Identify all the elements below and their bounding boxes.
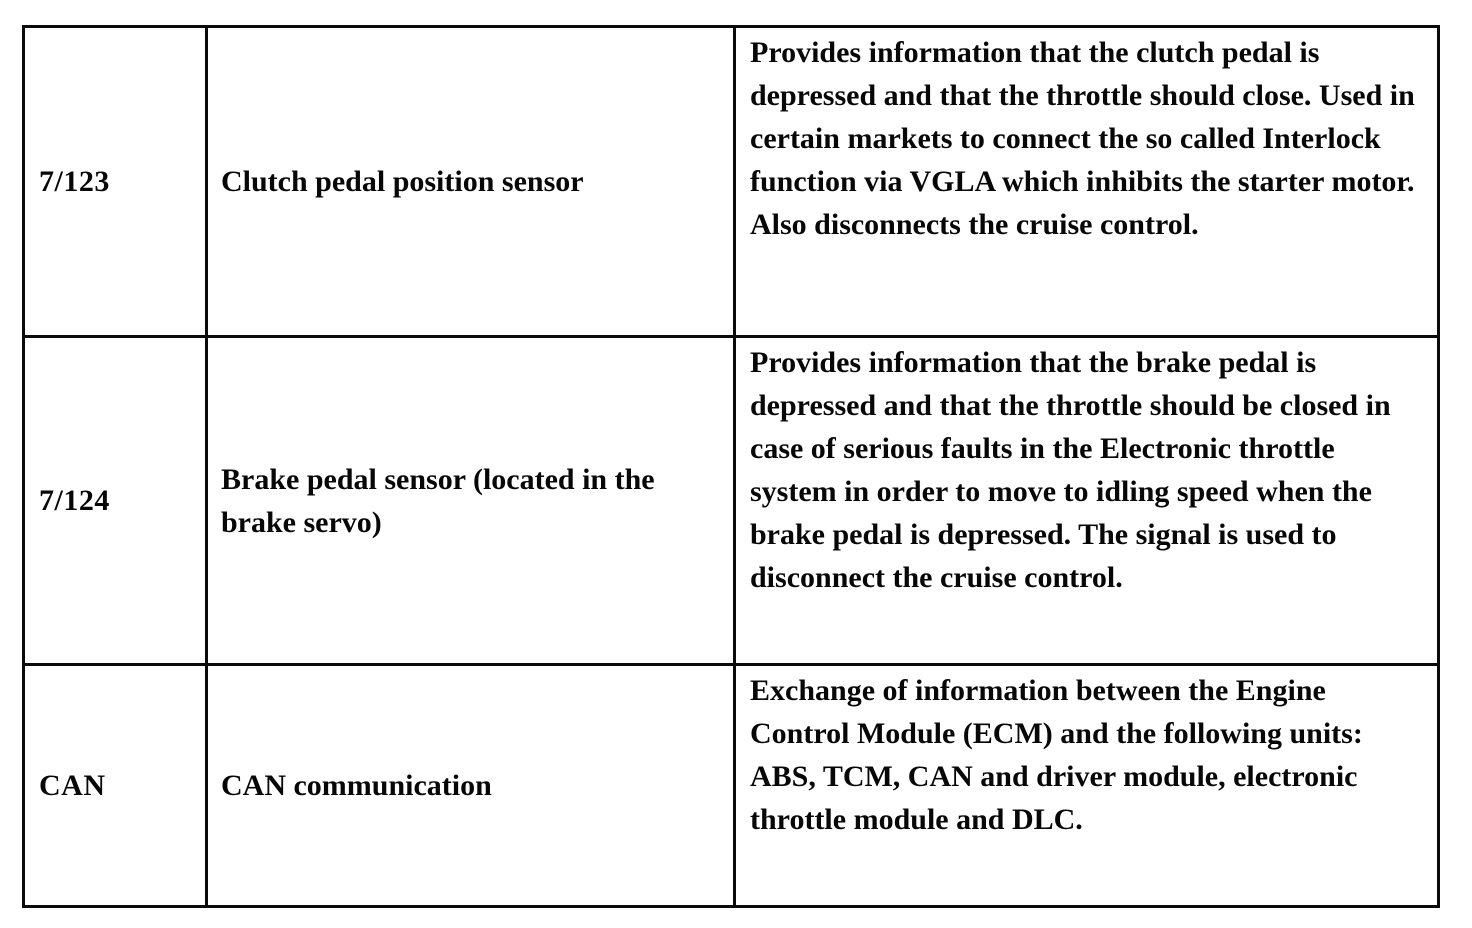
cell-component: Clutch pedal position sensor	[205, 25, 736, 338]
table-row: CAN CAN communication Exchange of inform…	[22, 663, 1440, 908]
cell-description: Provides information that the clutch ped…	[733, 25, 1440, 338]
component-table: 7/123 Clutch pedal position sensor Provi…	[22, 25, 1440, 908]
cell-description: Provides information that the brake peda…	[733, 335, 1440, 666]
table-row: 7/124 Brake pedal sensor (located in the…	[22, 335, 1440, 666]
cell-designation: 7/123	[22, 25, 208, 338]
cell-component: CAN communication	[205, 663, 736, 908]
cell-description: Exchange of information between the Engi…	[733, 663, 1440, 908]
cell-component: Brake pedal sensor (located in the brake…	[205, 335, 736, 666]
cell-designation: 7/124	[22, 335, 208, 666]
cell-designation: CAN	[22, 663, 208, 908]
table-row: 7/123 Clutch pedal position sensor Provi…	[22, 25, 1440, 338]
